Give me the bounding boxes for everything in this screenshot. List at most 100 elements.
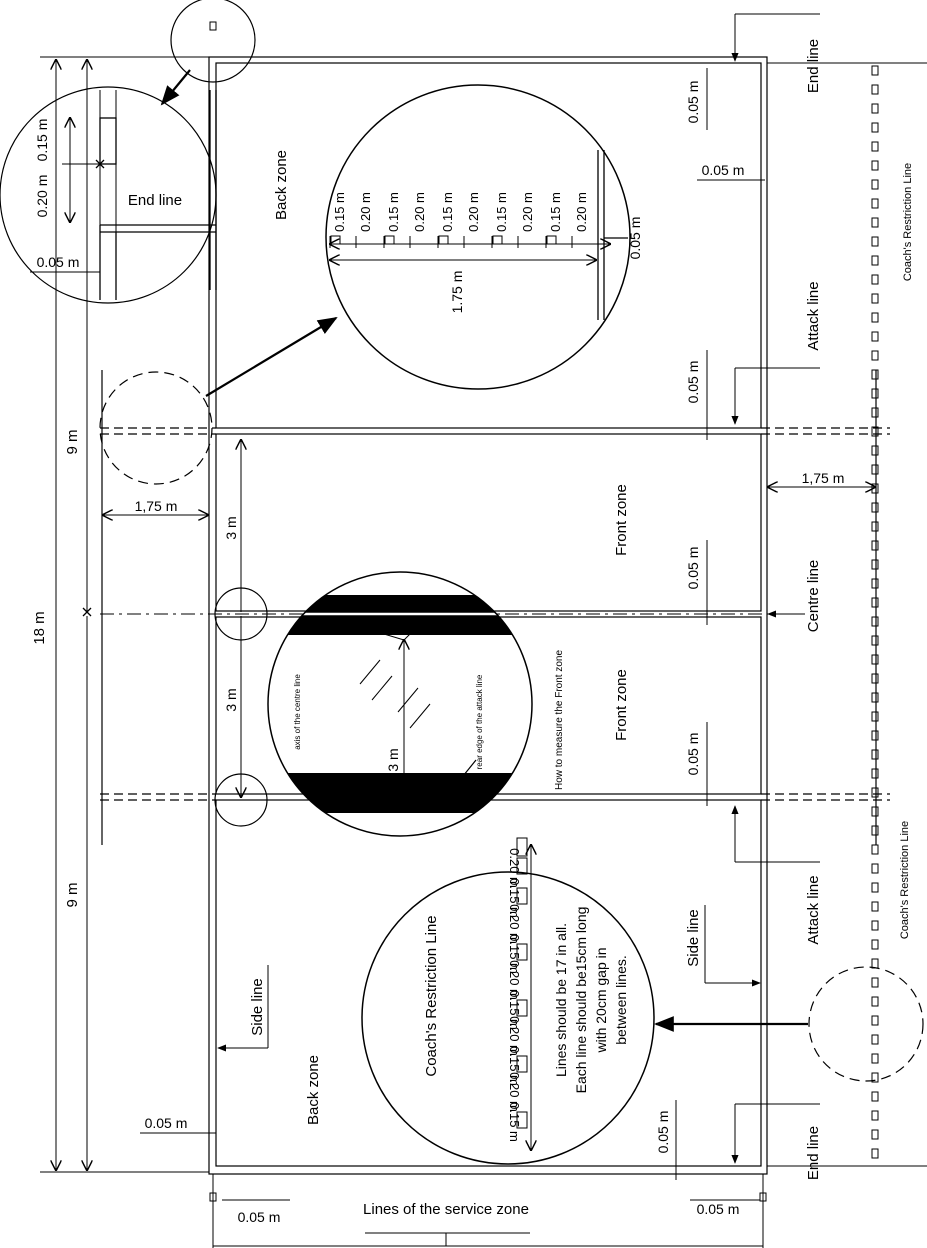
dim-9m-top-label: 9 m xyxy=(64,429,81,454)
label-side-line-right: Side line xyxy=(685,905,761,987)
coach-dash xyxy=(871,1072,879,1083)
dimension-coach-left: 1,75 m xyxy=(103,498,208,515)
segment-label: 0.15 m xyxy=(507,1102,522,1142)
segment-mark xyxy=(438,235,449,245)
detail-end-line-circle: 0.15 m 0.20 m End line 0.05 m xyxy=(0,0,256,304)
coach-dash xyxy=(871,540,879,551)
pointer-to-upper-detail xyxy=(205,316,338,397)
coach-dash xyxy=(871,217,879,228)
coach-dash xyxy=(871,198,879,209)
label-end-line-top: End line xyxy=(731,13,822,93)
service-zone: Lines of the service zone 0.05 m 0.05 m xyxy=(209,1174,767,1248)
detail-marker-left xyxy=(99,371,213,485)
dim-175-right-label: 1,75 m xyxy=(802,470,845,486)
segment-label: 0.20 m xyxy=(507,904,522,944)
segment-label: 0.20 m xyxy=(507,1072,522,1112)
coach-dash xyxy=(871,920,879,931)
coach-dash xyxy=(871,521,879,532)
svg-text:between lines.: between lines. xyxy=(613,955,629,1045)
coach-dash xyxy=(871,407,879,418)
segment-label: 0.20 m xyxy=(466,192,481,232)
label-end-line-bottom: End line xyxy=(731,1103,822,1180)
coach-dash xyxy=(871,996,879,1007)
label-front-zone-upper: Front zone xyxy=(613,484,630,556)
dim-3m-lower-label: 3 m xyxy=(223,688,239,711)
segment-mark xyxy=(330,235,341,245)
coach-dash xyxy=(871,369,879,380)
svg-text:0.05 m: 0.05 m xyxy=(685,547,701,590)
coach-dash xyxy=(871,730,879,741)
dimension-18m: 18 m xyxy=(31,60,56,1170)
coach-dash xyxy=(871,768,879,779)
dim-9m-bottom-label: 9 m xyxy=(64,882,81,907)
coach-dash xyxy=(871,1053,879,1064)
coach-dash xyxy=(871,1110,879,1121)
coach-dash xyxy=(871,350,879,361)
svg-text:Attack line: Attack line xyxy=(805,875,822,944)
segment-mark xyxy=(516,837,528,857)
svg-text:0.05 m: 0.05 m xyxy=(685,733,701,776)
svg-text:axis of the centre line: axis of the centre line xyxy=(293,674,302,750)
coach-dash xyxy=(871,1148,879,1159)
svg-text:Attack line: Attack line xyxy=(805,281,822,350)
svg-text:0.05 m: 0.05 m xyxy=(697,1201,740,1217)
svg-text:Each line should be15cm long: Each line should be15cm long xyxy=(573,907,589,1094)
svg-text:3 m: 3 m xyxy=(385,748,401,771)
svg-text:0.05 m: 0.05 m xyxy=(685,361,701,404)
segment-label: 0.20 m xyxy=(520,192,535,232)
coach-dash xyxy=(871,1015,879,1026)
svg-text:0.05 m: 0.05 m xyxy=(238,1209,281,1225)
segment-mark xyxy=(492,235,503,245)
svg-text:0.20 m: 0.20 m xyxy=(34,175,50,218)
svg-text:Centre line: Centre line xyxy=(805,560,822,633)
coach-dash xyxy=(871,1034,879,1045)
label-side-line-left: Side line xyxy=(217,965,269,1052)
coach-dash xyxy=(871,825,879,836)
svg-text:0.15 m: 0.15 m xyxy=(34,119,50,162)
segment-label: 0.15 m xyxy=(440,192,455,232)
detail-marker-right xyxy=(808,966,924,1082)
svg-text:Lines should be 17 in all.: Lines should be 17 in all. xyxy=(553,923,569,1077)
back-zone-top xyxy=(215,62,762,429)
coach-dash xyxy=(871,597,879,608)
coach-dash xyxy=(871,236,879,247)
segment-mark xyxy=(516,857,528,875)
coach-dash xyxy=(871,122,879,133)
dimension-9m-bottom: 9 m xyxy=(64,616,87,1170)
segment-mark xyxy=(516,999,528,1017)
segment-label: 0.20 m xyxy=(358,192,373,232)
coach-dash xyxy=(871,863,879,874)
coach-dash xyxy=(871,654,879,665)
svg-text:0.05 m: 0.05 m xyxy=(627,217,643,260)
label-front-zone-lower: Front zone xyxy=(613,669,630,741)
coach-dash xyxy=(871,901,879,912)
segment-mark xyxy=(516,943,528,961)
svg-text:End line: End line xyxy=(805,39,822,93)
segment-label: 0.15 m xyxy=(507,878,522,918)
coach-dash xyxy=(871,141,879,152)
coach-dash xyxy=(871,844,879,855)
coach-dash xyxy=(871,882,879,893)
svg-text:Side line: Side line xyxy=(685,909,702,967)
svg-text:rear edge of the attack line: rear edge of the attack line xyxy=(475,674,484,769)
coach-dash xyxy=(871,445,879,456)
coach-dash xyxy=(871,483,879,494)
marker-lower xyxy=(214,773,268,827)
segment-label: 0.15 m xyxy=(332,192,347,232)
segment-label: 0.15 m xyxy=(494,192,509,232)
svg-text:How to measure the Front zone: How to measure the Front zone xyxy=(554,650,565,791)
dim-005-left-bottom: 0.05 m xyxy=(140,1115,216,1134)
coach-dash xyxy=(871,787,879,798)
label-coach-line-top: Coach's Restriction Line xyxy=(902,163,914,281)
label-centre-line: Centre line xyxy=(767,560,822,633)
coach-dash xyxy=(871,711,879,722)
coach-dash xyxy=(871,977,879,988)
back-zone-bottom xyxy=(215,799,762,1167)
label-attack-line-bottom: Attack line xyxy=(731,805,822,945)
svg-text:Side line: Side line xyxy=(249,978,266,1036)
dim-3m-upper-label: 3 m xyxy=(223,516,239,539)
coach-dash xyxy=(871,388,879,399)
coach-dash xyxy=(871,293,879,304)
